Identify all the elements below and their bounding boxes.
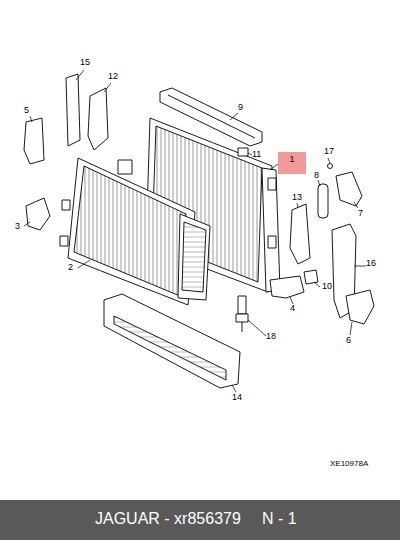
callout-number: 6 — [346, 336, 351, 345]
callout-number: 14 — [232, 393, 242, 402]
callout-number: 17 — [324, 147, 334, 156]
callout-number: 15 — [80, 58, 90, 67]
callout-number: 12 — [108, 72, 118, 81]
callout-number: 3 — [15, 222, 20, 231]
callout-number: 8 — [314, 171, 319, 180]
callout-number: 5 — [24, 106, 29, 115]
footer-band: JAGUAR - xr856379 N - 1 — [0, 500, 400, 540]
highlight-box: 1 — [278, 152, 306, 174]
callout-number: 9 — [238, 103, 243, 112]
figure-code: XE10978A — [330, 460, 368, 468]
footer-text: JAGUAR - xr856379 — [95, 511, 241, 527]
callout-number: 1 — [289, 155, 294, 164]
callout-number: 13 — [292, 193, 302, 202]
callout-number: 10 — [322, 282, 332, 291]
callout-number: 16 — [366, 259, 376, 268]
callout-number: 11 — [252, 150, 261, 159]
callout-number: 2 — [68, 263, 73, 272]
callout-number: 4 — [290, 304, 295, 313]
callout-number: 7 — [358, 209, 363, 218]
callout-number: 18 — [266, 332, 276, 341]
footer-text: N - 1 — [262, 511, 297, 527]
